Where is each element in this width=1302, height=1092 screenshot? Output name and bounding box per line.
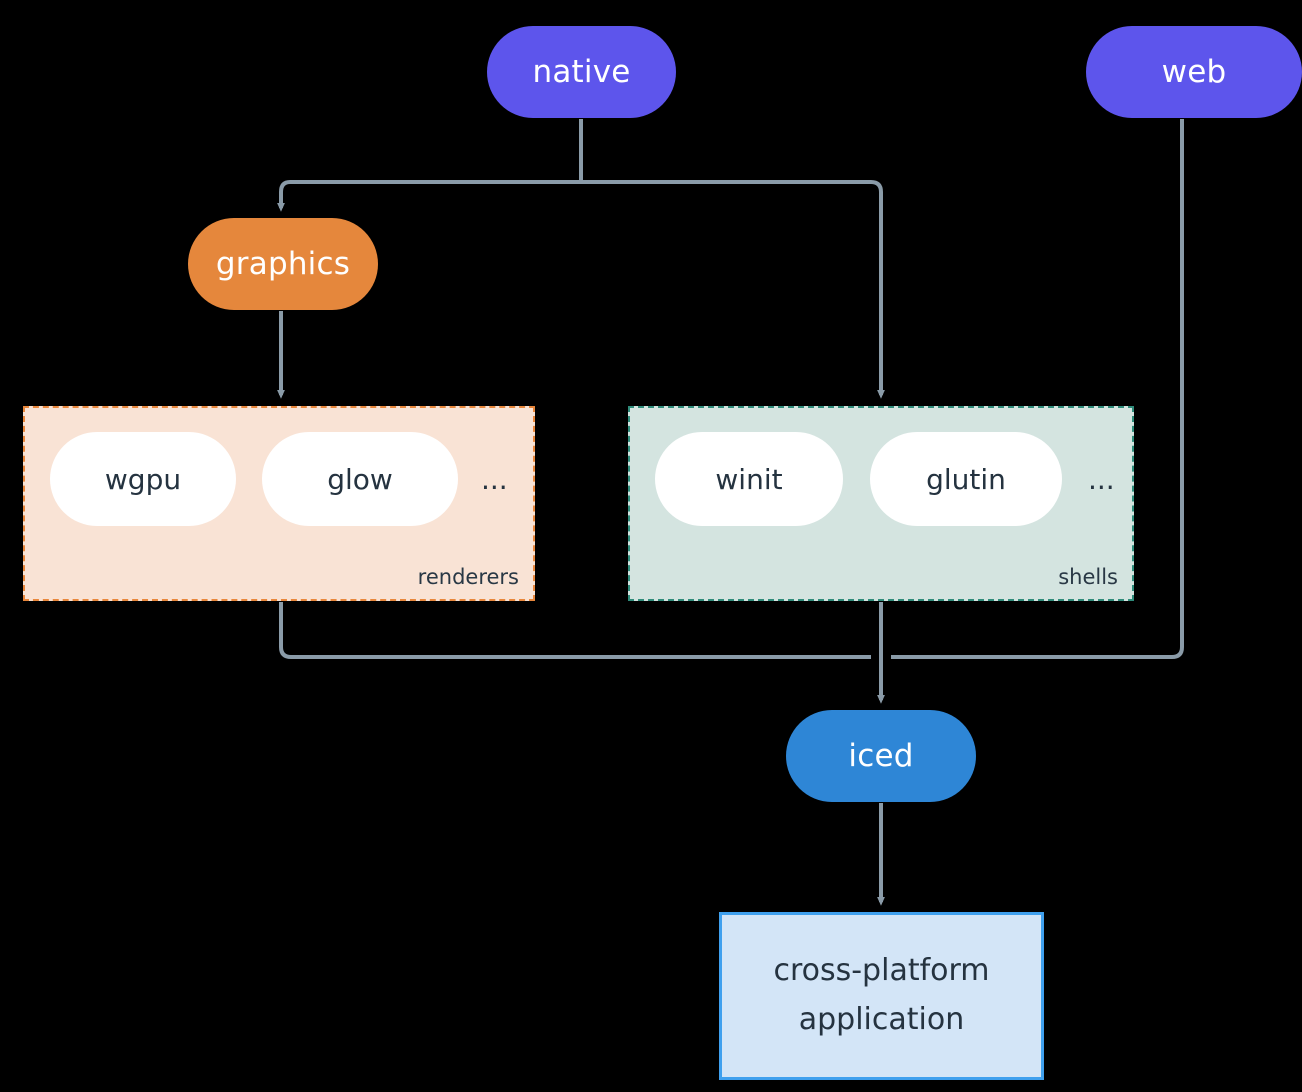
node-native[interactable]: native <box>487 26 676 118</box>
node-wgpu-label: wgpu <box>104 462 182 496</box>
renderers-overflow-ellipsis: ... <box>481 463 508 496</box>
group-shells-label: shells <box>1058 565 1118 589</box>
group-renderers-label: renderers <box>417 565 519 589</box>
node-cross-platform-application[interactable]: cross-platform application <box>719 912 1044 1080</box>
node-iced-label: iced <box>848 738 914 774</box>
node-native-label: native <box>532 54 631 90</box>
application-label-line1: cross-platform <box>773 953 990 989</box>
application-label-line2: application <box>798 1002 965 1037</box>
node-iced[interactable]: iced <box>786 710 976 802</box>
node-web-label: web <box>1161 54 1227 90</box>
edge-native-to-shells <box>581 180 885 399</box>
node-web[interactable]: web <box>1086 26 1302 118</box>
edge-native-to-graphics <box>277 180 581 212</box>
node-graphics[interactable]: graphics <box>188 218 378 310</box>
node-graphics-label: graphics <box>215 246 351 282</box>
shells-overflow-ellipsis: ... <box>1088 463 1115 496</box>
node-wgpu[interactable]: wgpu <box>50 432 236 526</box>
node-glutin-label: glutin <box>926 462 1006 496</box>
edge-renderers-to-iced <box>279 602 871 659</box>
node-winit[interactable]: winit <box>655 432 843 526</box>
node-winit-label: winit <box>715 462 783 496</box>
node-glutin[interactable]: glutin <box>870 432 1062 526</box>
node-glow[interactable]: glow <box>262 432 458 526</box>
node-glow-label: glow <box>327 462 393 496</box>
